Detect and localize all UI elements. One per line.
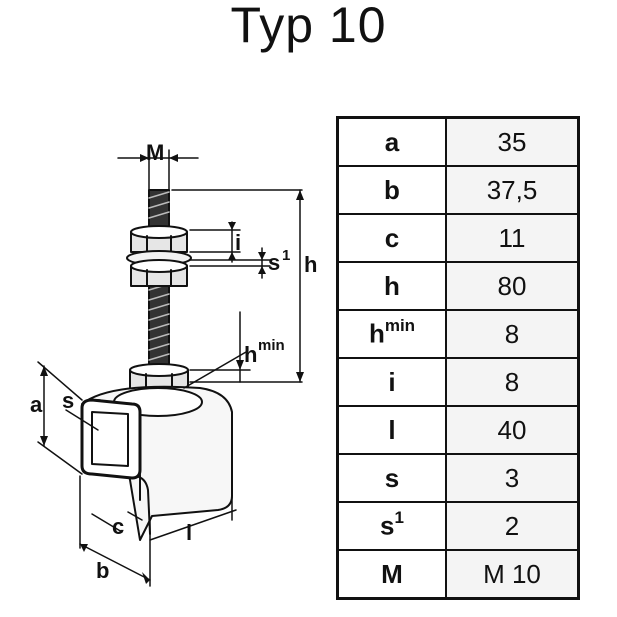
label-M: M [146,140,164,165]
table-row: M M 10 [336,549,580,600]
top-nut [130,225,188,253]
value-cell: 3 [445,453,580,503]
param-superscript: min [384,316,416,336]
dimension-letters: M i s 1 h h min a s c l b [30,140,317,583]
label-s: s [62,388,74,413]
value-cell: 8 [445,357,580,407]
param-name: s [384,462,400,493]
param-cell: s [336,453,447,503]
value-cell: 11 [445,213,580,263]
table-row: a 35 [336,116,580,167]
label-b: b [96,558,109,583]
table-row: h 80 [336,261,580,311]
param-cell: hmin [336,309,447,359]
param-cell: M [336,549,447,600]
param-cell: l [336,405,447,455]
label-h: h [304,252,317,277]
table-row: c 11 [336,213,580,263]
param-cell: i [336,357,447,407]
page-title: Typ 10 [230,0,387,53]
param-cell: h [336,261,447,311]
label-hmin: h [244,342,257,367]
param-name: b [384,174,400,205]
param-name: i [388,366,396,397]
value-cell: 35 [445,116,580,167]
param-superscript: 1 [394,508,404,528]
value-cell: 2 [445,501,580,551]
label-l: l [186,520,192,545]
value-cell: 8 [445,309,580,359]
param-name: s [380,510,395,541]
param-name: M [381,558,403,589]
table-row: b 37,5 [336,165,580,215]
value-cell: M 10 [445,549,580,600]
param-name: h [368,318,385,349]
param-cell: b [336,165,447,215]
param-cell: a [336,116,447,167]
param-name: h [384,270,400,301]
value-cell: 40 [445,405,580,455]
table-row: l 40 [336,405,580,455]
value-cell: 80 [445,261,580,311]
label-s1-sup: 1 [282,247,290,264]
param-cell: c [336,213,447,263]
label-i: i [235,230,241,255]
c-rail-profile [80,398,142,480]
dimension-lines [37,149,303,587]
param-name: a [384,126,400,157]
param-name: c [384,222,400,253]
label-s1: s [268,250,280,275]
label-a: a [30,392,43,417]
param-cell: s1 [336,501,447,551]
param-name: l [388,414,396,445]
label-hmin-sup: min [258,337,285,354]
label-c: c [112,514,124,539]
value-cell: 37,5 [445,165,580,215]
arrowheads [40,154,304,584]
lower-nut [130,259,188,287]
